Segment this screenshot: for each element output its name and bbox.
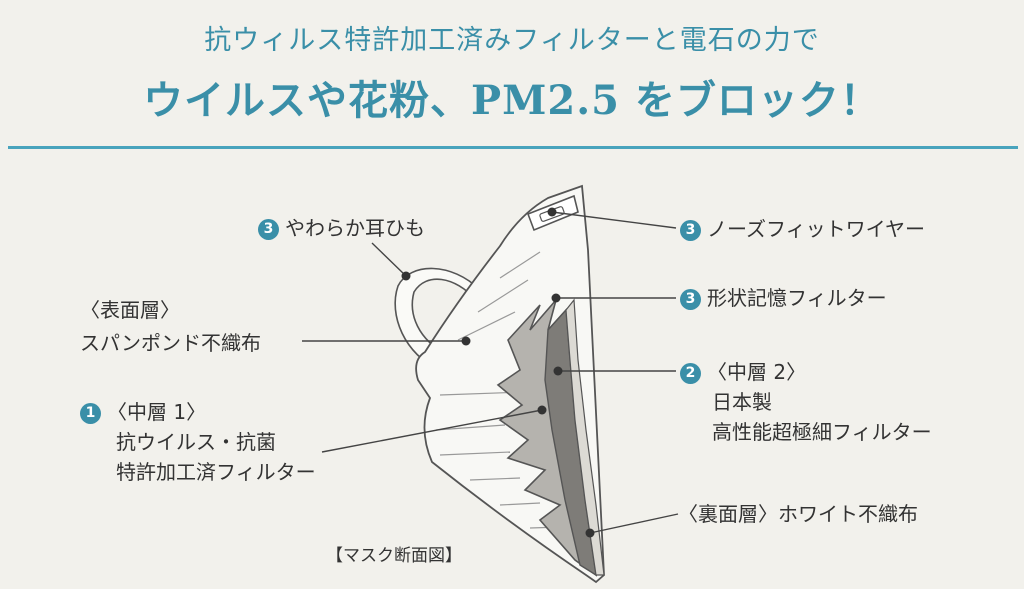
label-nose-wire: 3 ノーズフィットワイヤー (680, 215, 925, 243)
diagram-caption: 【マスク断面図】 (326, 546, 462, 566)
label-line1: 日本製 (712, 390, 772, 414)
label-line2: 特許加工済フィルター (116, 460, 316, 484)
label-shape-memory-filter: 3 形状記憶フィルター (680, 284, 887, 312)
label-title: 〈表面層〉 (80, 298, 180, 322)
pleat-lines (435, 251, 563, 529)
label-text: やわらか耳ひも (285, 216, 425, 240)
headline-top: 抗ウィルス特許加工済みフィルターと電石の力で (204, 25, 820, 56)
number-badge: 3 (680, 289, 701, 310)
label-title: 〈中層 1〉 (107, 400, 207, 424)
label-outer-layer: 〈表面層〉 スパンポンド不織布 (80, 296, 261, 357)
inner-layer (565, 298, 605, 576)
label-text: スパンポンド不織布 (80, 331, 261, 355)
label-inner-layer: 〈裏面層〉ホワイト不織布 (678, 500, 918, 528)
number-badge: 2 (680, 363, 701, 384)
label-line1: 抗ウイルス・抗菌 (116, 430, 276, 454)
leader-lines (302, 211, 679, 534)
headline-main: ウイルスや花粉、PM2.5 をブロック！ (143, 77, 881, 124)
label-line2: 高性能超極細フィルター (712, 420, 932, 444)
number-badge: 3 (258, 219, 279, 240)
label-middle-layer-1: 1 〈中層 1〉 抗ウイルス・抗菌 特許加工済フィルター (80, 398, 316, 486)
number-badge: 3 (680, 220, 701, 241)
label-ear-loop: 3 やわらか耳ひも (258, 214, 425, 242)
number-badge: 1 (80, 403, 101, 424)
marker-dots (401, 207, 595, 538)
label-text: 〈裏面層〉ホワイト不織布 (678, 502, 918, 526)
label-text: 形状記憶フィルター (707, 286, 887, 310)
label-text: ノーズフィットワイヤー (707, 217, 925, 241)
label-middle-layer-2: 2 〈中層 2〉 日本製 高性能超極細フィルター (680, 358, 932, 446)
divider-rule (8, 146, 1018, 149)
label-title: 〈中層 2〉 (707, 360, 807, 384)
